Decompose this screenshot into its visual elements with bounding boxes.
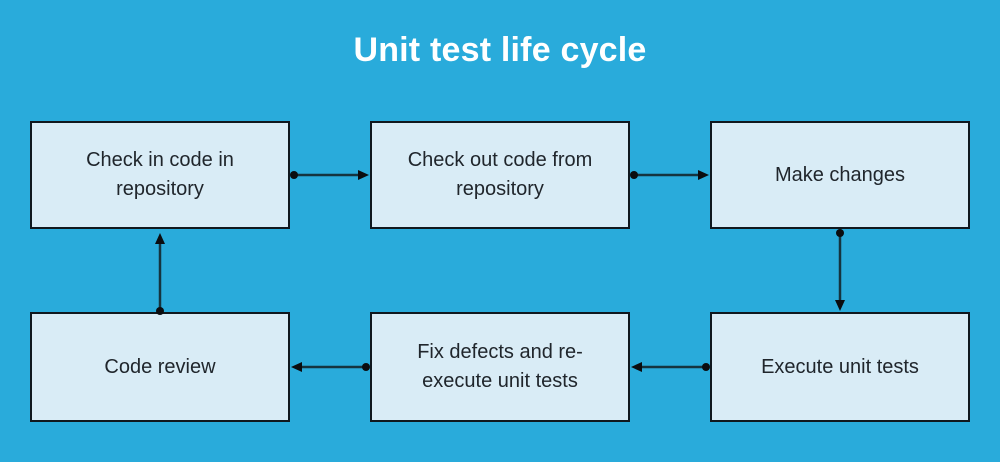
node-code-review: Code review <box>30 312 290 422</box>
arrowhead-up-icon <box>155 233 165 244</box>
arrowhead-right-icon <box>698 170 709 180</box>
edge-source-dot <box>290 171 298 179</box>
edge-code-review-to-check-in <box>155 233 165 315</box>
page-title: Unit test life cycle <box>353 31 647 69</box>
arrowhead-right-icon <box>358 170 369 180</box>
arrowhead-down-icon <box>835 300 845 311</box>
arrowhead-left-icon <box>631 362 642 372</box>
edge-check-out-to-make-changes <box>630 170 709 180</box>
node-execute-unit-tests: Execute unit tests <box>710 312 970 422</box>
edge-source-dot <box>836 229 844 237</box>
edge-execute-tests-to-fix-defects <box>631 362 710 372</box>
node-check-out-code-from-repository: Check out code from repository <box>370 121 630 229</box>
node-check-in-code-in-repository: Check in code in repository <box>30 121 290 229</box>
edge-make-changes-to-execute-tests <box>835 229 845 311</box>
edge-source-dot <box>362 363 370 371</box>
edge-source-dot <box>702 363 710 371</box>
arrowhead-left-icon <box>291 362 302 372</box>
node-fix-defects-and-re-execute-unit-tests: Fix defects and re-execute unit tests <box>370 312 630 422</box>
edge-check-in-to-check-out <box>290 170 369 180</box>
edge-fix-defects-to-code-review <box>291 362 370 372</box>
node-make-changes: Make changes <box>710 121 970 229</box>
edge-source-dot <box>630 171 638 179</box>
